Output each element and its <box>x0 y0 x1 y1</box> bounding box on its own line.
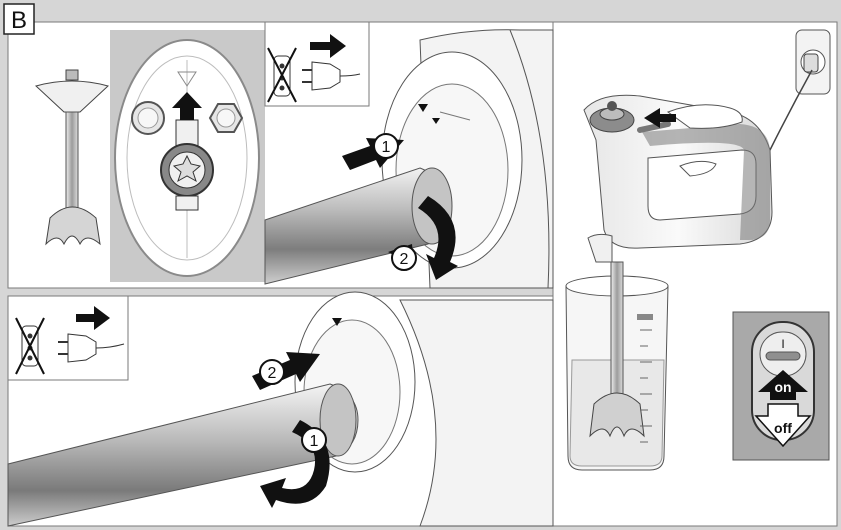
unplug-instruction-top <box>264 21 370 107</box>
plug-icon <box>58 333 125 363</box>
unplug-icon <box>15 317 45 375</box>
blender-shaft-illustration <box>35 69 109 246</box>
rotate-arrow-icon <box>418 196 458 280</box>
hand-mixer <box>583 94 773 263</box>
switch-detail: I on off <box>732 311 830 461</box>
step-number: 2 <box>400 251 409 268</box>
step-number: 1 <box>382 139 391 156</box>
motor-housing-bottom <box>294 291 554 527</box>
step-2-arrow-top: 2 <box>388 196 458 280</box>
unplug-icon <box>267 47 297 103</box>
step-1-arrow-bottom: 1 <box>260 420 330 508</box>
arrow-left-icon <box>644 108 676 128</box>
switch-off-label: off <box>774 420 792 436</box>
switch-on-label: on <box>774 379 791 395</box>
switch-off-arrow <box>754 403 812 448</box>
section-label: B <box>11 7 27 34</box>
step-number: 1 <box>310 433 319 450</box>
arrow-right-icon <box>310 34 346 58</box>
arrow-right-icon <box>76 306 110 330</box>
triangle-marker-icon <box>177 71 197 87</box>
switch-position-mark: I <box>781 337 784 351</box>
plug-icon <box>302 61 361 91</box>
step-2-arrow-bottom: 2 <box>252 352 320 390</box>
blender-shaft-bottom <box>7 383 359 527</box>
arrow-up-icon <box>172 92 202 120</box>
section-label-box: B <box>3 3 35 35</box>
unplug-instruction-bottom <box>7 295 129 381</box>
switch-on-arrow <box>758 370 808 400</box>
step-1-arrow-top: 1 <box>342 133 404 170</box>
step-number: 2 <box>268 365 277 382</box>
coupling-detail <box>114 39 260 277</box>
measuring-jar <box>565 261 669 471</box>
